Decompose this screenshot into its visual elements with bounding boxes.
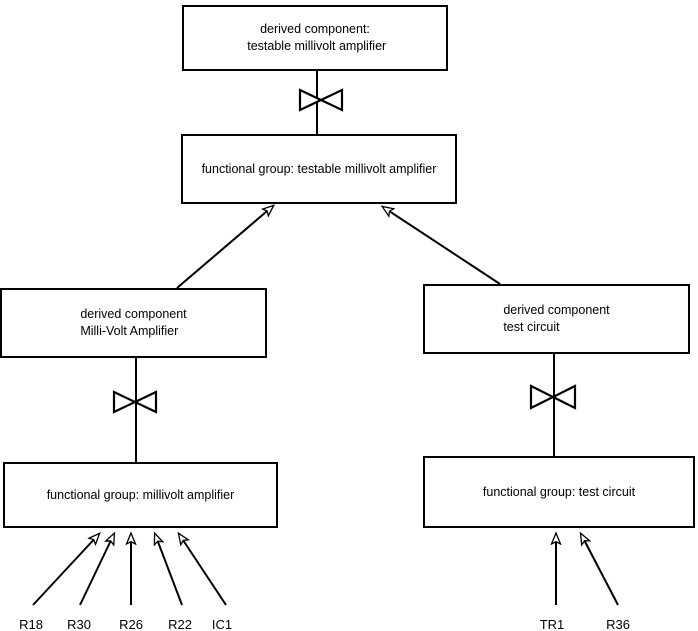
label-r26: R26: [119, 617, 143, 631]
label-r36: R36: [606, 617, 630, 631]
connector-group: [32, 71, 619, 606]
node-box-fg-test-circuit[interactable]: functional group: test circuit: [423, 456, 695, 528]
label-r18: R18: [19, 617, 43, 631]
aggregation-bowtie-left-agg-right: [529, 384, 556, 410]
node-label-derived-test-circuit: derived component test circuit: [503, 302, 609, 336]
aggregation-bowtie-left-agg-left: [112, 390, 138, 414]
aggregation-bowtie-right-agg-left: [132, 390, 158, 414]
leaf-arrow-leaf-arrow-r30: [79, 534, 114, 606]
node-label-derived-testable-mv-amp: derived component: testable millivolt am…: [244, 21, 386, 55]
leaf-arrow-leaf-arrow-r22: [155, 534, 183, 606]
aggregation-bowtie-right-agg-right: [550, 384, 577, 410]
leaf-arrow-leaf-arrow-r36: [581, 534, 619, 606]
leaf-arrow-leaf-arrow-ic1: [179, 534, 227, 606]
node-label-fg-testable-mv-amp: functional group: testable millivolt amp…: [201, 161, 437, 176]
node-label-line2-derived-test-circuit: test circuit: [503, 320, 560, 334]
node-label-line2-derived-mv-amp: Milli-Volt Amplifier: [80, 324, 179, 338]
node-label-fg-test-circuit: functional group: test circuit: [482, 484, 636, 499]
aggregation-bowtie-left-agg-top: [298, 88, 324, 112]
label-ic1: IC1: [211, 617, 233, 631]
node-box-fg-testable-mv-amp[interactable]: functional group: testable millivolt amp…: [181, 134, 457, 204]
dependency-arrow-arrow-test-circuit-to-testable: [383, 207, 501, 285]
node-label-line2-derived-testable-mv-amp: testable millivolt amplifier: [243, 39, 387, 53]
label-r22: R22: [168, 617, 192, 631]
node-box-derived-test-circuit[interactable]: derived component test circuit: [423, 284, 690, 354]
node-label-line1-derived-test-circuit: derived component: [503, 303, 610, 317]
node-label-line1-derived-testable-mv-amp: derived component:: [260, 22, 370, 36]
node-box-derived-testable-mv-amp[interactable]: derived component: testable millivolt am…: [182, 5, 448, 71]
node-box-fg-mv-amp[interactable]: functional group: millivolt amplifier: [3, 462, 278, 528]
dependency-arrow-arrow-mv-amp-to-testable: [176, 206, 273, 289]
label-tr1: TR1: [539, 617, 565, 631]
aggregation-bowtie-right-agg-top: [318, 88, 344, 112]
leaf-arrow-leaf-arrow-r18: [32, 534, 99, 606]
label-r30: R30: [67, 617, 91, 631]
node-label-fg-mv-amp: functional group: millivolt amplifier: [46, 487, 235, 502]
node-label-line1-derived-mv-amp: derived component: [80, 307, 187, 321]
